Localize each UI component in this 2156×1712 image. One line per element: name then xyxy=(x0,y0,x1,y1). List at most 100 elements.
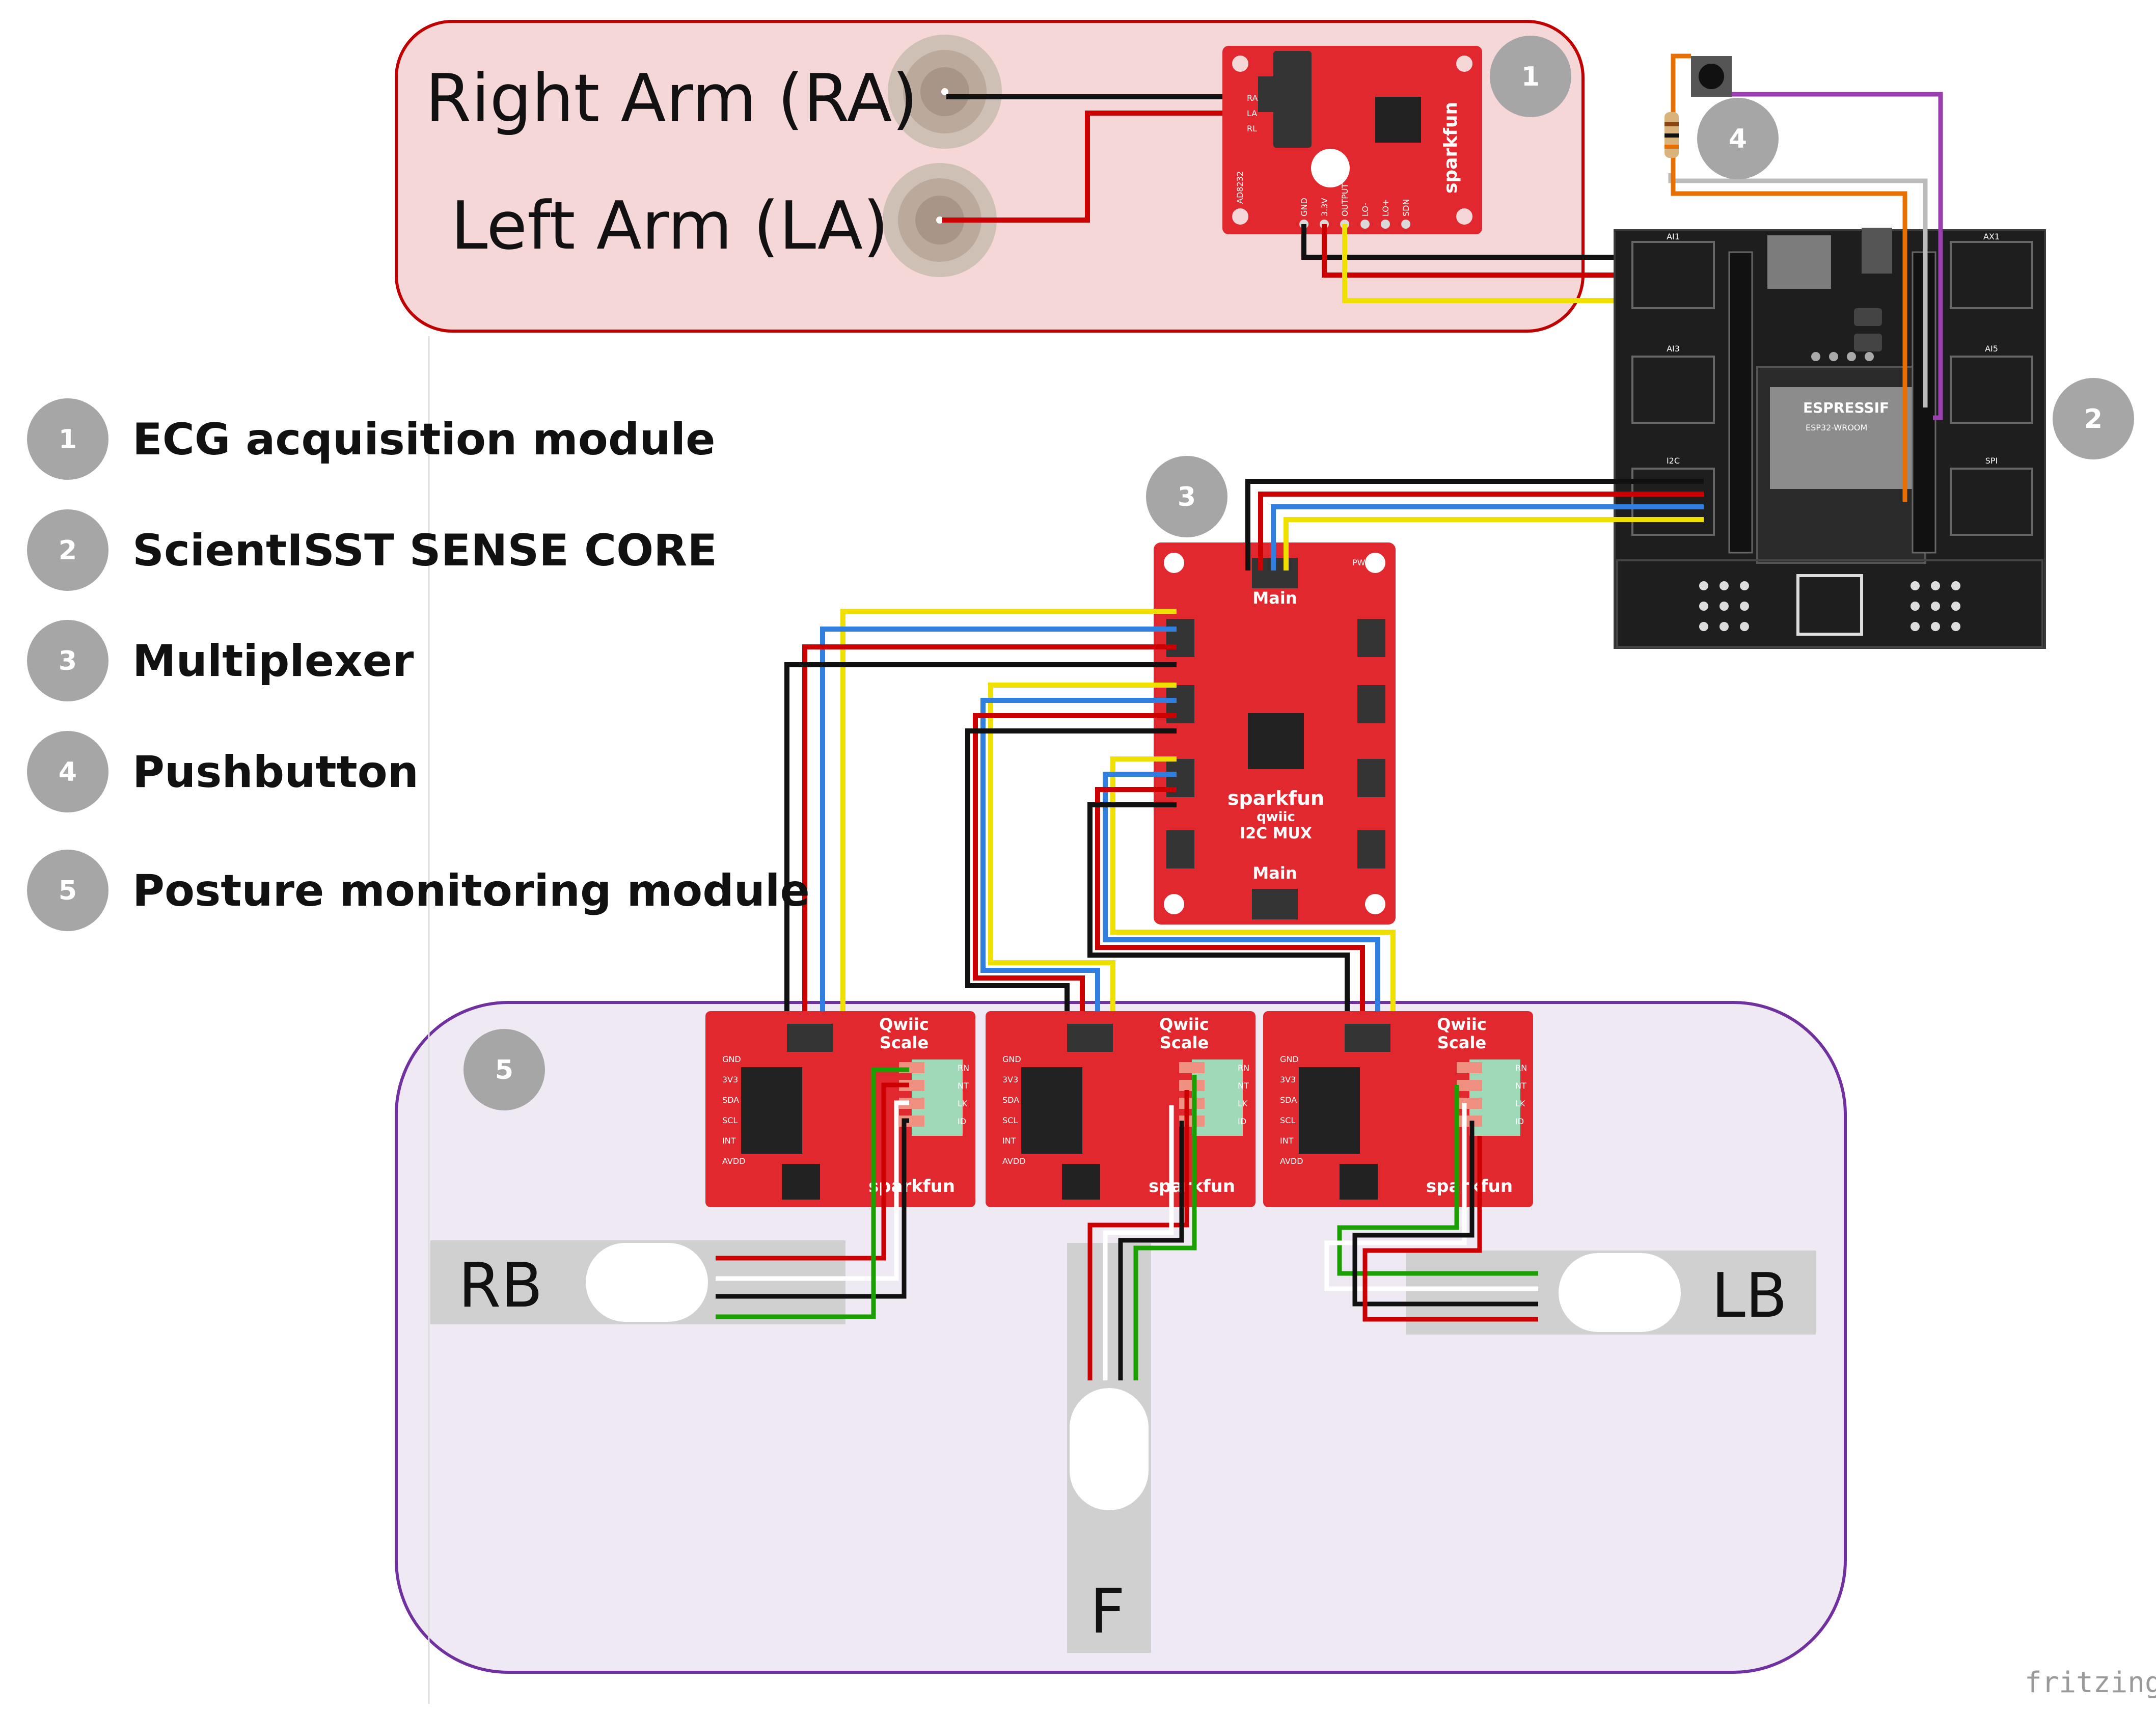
legend-label-3: Multiplexer xyxy=(132,636,414,687)
legend-item-1: 1 ECG acquisition module xyxy=(27,398,715,480)
pushbutton-wire-gray xyxy=(1668,173,1928,407)
lb-label: LB xyxy=(1711,1261,1787,1331)
pushbutton-assembly xyxy=(1664,53,1943,502)
ecg-pin-ra: RA xyxy=(1247,93,1258,103)
badge-5-on-diagram: 5 xyxy=(463,1029,545,1110)
ecg-pin-rl: RL xyxy=(1247,124,1257,133)
ecg-output-wire xyxy=(1342,224,1704,303)
svg-text:2: 2 xyxy=(2084,404,2103,434)
ecg-sensor-board: sparkfun AD8232 RA LA RL GND 3.3V OUTPUT… xyxy=(1222,46,1482,234)
scale1-pin-nt: NT xyxy=(958,1081,969,1091)
scale1-title-1: Qwiic xyxy=(879,1015,929,1034)
legend-label-1: ECG acquisition module xyxy=(132,414,715,465)
core-to-mux-wires xyxy=(1245,479,1704,570)
la-wire xyxy=(942,111,1222,223)
scale3-pin-lk: LK xyxy=(1515,1099,1525,1108)
svg-text:AX1: AX1 xyxy=(1983,232,2000,241)
audio-jack xyxy=(1273,51,1312,148)
core-port-spi: SPI xyxy=(1950,456,2033,536)
core-port-ai5: AI5 xyxy=(1950,344,2033,424)
ecg-pin-la: LA xyxy=(1247,108,1257,118)
scale1-pin-id: ID xyxy=(958,1117,966,1126)
ecg-module: Right Arm (RA) Left Arm (LA) sparkfun AD… xyxy=(425,35,1704,303)
legend-num-1: 1 xyxy=(59,424,77,455)
legend-item-4: 4 Pushbutton xyxy=(27,731,419,812)
core-port-ax1: AX1 xyxy=(1950,232,2033,309)
badge-4-on-diagram: 4 xyxy=(1697,98,1779,179)
svg-text:SPI: SPI xyxy=(1985,456,1998,466)
legend: 1 ECG acquisition module 2 ScientISST SE… xyxy=(27,398,810,931)
scale2-pin-lk: LK xyxy=(1238,1099,1248,1108)
scale3-pin-id: ID xyxy=(1515,1117,1524,1126)
scale3-pin-sda: SDA xyxy=(1280,1095,1297,1105)
svg-text:AI1: AI1 xyxy=(1667,232,1680,241)
legend-item-5: 5 Posture monitoring module xyxy=(27,850,810,931)
pushbutton-wire-orange xyxy=(1671,53,1907,502)
ra-label: Right Arm (RA) xyxy=(425,60,918,137)
scale2-pin-nt: NT xyxy=(1238,1081,1249,1091)
esp32-brand: ESPRESSIF xyxy=(1803,399,1889,416)
mux-port-bottom xyxy=(1252,889,1298,919)
ecg-board-brand: sparkfun xyxy=(1440,102,1461,194)
core-port-i2c: I2C xyxy=(1631,456,1715,536)
scale1-title-2: Scale xyxy=(880,1033,929,1052)
mux-ports-left xyxy=(1166,619,1194,868)
ecg-pin-gnd: GND xyxy=(1299,198,1309,216)
legend-label-5: Posture monitoring module xyxy=(132,865,810,916)
badge-1-on-diagram: 1 xyxy=(1490,36,1571,117)
fritzing-watermark: fritzing xyxy=(2025,1666,2156,1699)
mux-main-bottom-label: Main xyxy=(1252,863,1297,883)
scale3-brand: sparkfun xyxy=(1426,1176,1513,1197)
svg-text:3: 3 xyxy=(1178,482,1196,512)
ecg-pin-lo-plus: LO+ xyxy=(1381,199,1390,216)
esp32-module: ESPRESSIF ESP32-WROOM xyxy=(1756,352,1926,564)
scale2-title-1: Qwiic xyxy=(1159,1015,1209,1034)
ecg-board-model: AD8232 xyxy=(1235,171,1245,204)
scale1-pin-lk: LK xyxy=(958,1099,968,1108)
scale3-pin-3v3: 3V3 xyxy=(1280,1075,1296,1084)
scale1-pin-scl: SCL xyxy=(722,1116,738,1125)
rb-cell-wires xyxy=(716,1067,909,1319)
scale1-pin-int: INT xyxy=(722,1136,736,1146)
ecg-pin-output: OUTPUT xyxy=(1340,183,1350,216)
la-label: Left Arm (LA) xyxy=(451,187,889,264)
mux-to-scale2-wires xyxy=(965,683,1177,1026)
legend-num-2: 2 xyxy=(59,535,77,566)
mux-pwr-label: PWR xyxy=(1352,558,1371,567)
badge-2-on-diagram: 2 xyxy=(2053,378,2134,459)
mux-to-scale3-wires xyxy=(1087,756,1396,1026)
load-cell-f: F xyxy=(1067,1243,1151,1653)
load-cell-lb: LB xyxy=(1406,1251,1816,1335)
qwiic-scale-board-3: Qwiic Scale GND 3V3 SDA SCL INT AVDD RN … xyxy=(1263,1011,1533,1207)
pushbutton xyxy=(1691,56,1732,97)
scale3-pin-int: INT xyxy=(1280,1136,1294,1146)
f-cell-wires xyxy=(1087,1075,1197,1380)
mux-main-top-label: Main xyxy=(1252,588,1297,608)
scale2-pin-rn: RN xyxy=(1238,1063,1249,1073)
qwiic-scale-board-1: Qwiic Scale GND 3V3 SDA SCL INT AVDD RN … xyxy=(705,1011,975,1207)
scale1-brand: sparkfun xyxy=(868,1176,955,1197)
resistor xyxy=(1664,112,1679,158)
svg-text:AI5: AI5 xyxy=(1985,344,1998,354)
legend-label-2: ScientISST SENSE CORE xyxy=(132,525,717,576)
scale2-pin-avdd: AVDD xyxy=(1002,1156,1026,1166)
mux-brand: sparkfun xyxy=(1227,787,1324,809)
scale2-pin-sda: SDA xyxy=(1002,1095,1019,1105)
legend-label-4: Pushbutton xyxy=(132,747,419,798)
scale2-pin-3v3: 3V3 xyxy=(1002,1075,1018,1084)
scale2-pin-scl: SCL xyxy=(1002,1116,1018,1125)
svg-text:5: 5 xyxy=(495,1055,513,1085)
scale1-pin-3v3: 3V3 xyxy=(722,1075,738,1084)
scale3-pin-nt: NT xyxy=(1515,1081,1526,1091)
scale3-pin-avdd: AVDD xyxy=(1280,1156,1303,1166)
scale2-pin-gnd: GND xyxy=(1002,1054,1021,1064)
badge-3-on-diagram: 3 xyxy=(1146,456,1227,537)
ecg-pin-sdn: SDN xyxy=(1401,199,1411,216)
scale3-title-1: Qwiic xyxy=(1437,1015,1487,1034)
ra-electrode xyxy=(888,35,1002,149)
scale2-pin-int: INT xyxy=(1002,1136,1016,1146)
scale3-pin-scl: SCL xyxy=(1280,1116,1295,1125)
scale1-pin-rn: RN xyxy=(958,1063,969,1073)
scale2-brand: sparkfun xyxy=(1149,1176,1235,1197)
